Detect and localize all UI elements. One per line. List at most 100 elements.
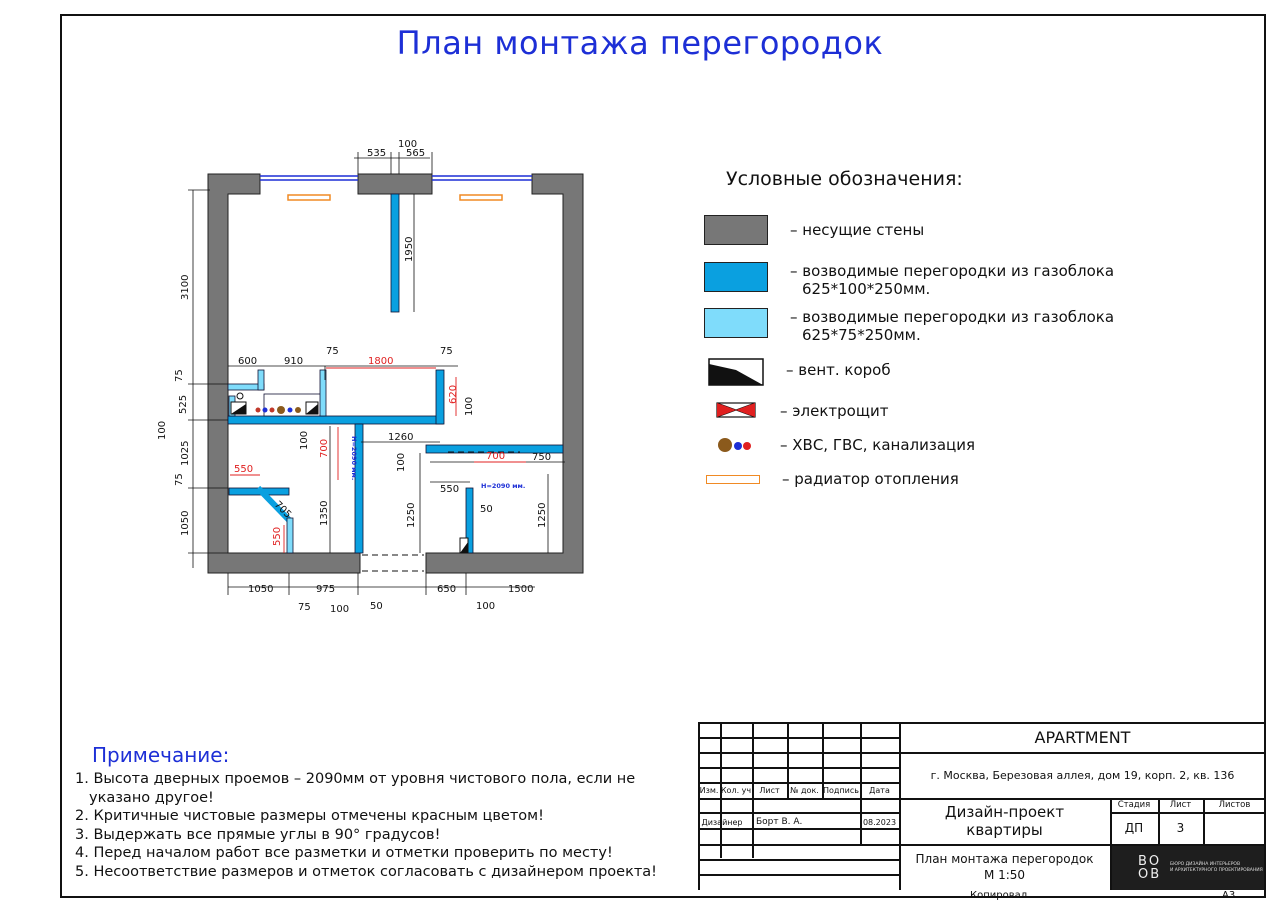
designer-date: 08.2023	[862, 817, 897, 827]
dim-label: 750	[532, 452, 551, 463]
sheets-value	[1203, 812, 1266, 844]
dimension-lines-red	[230, 367, 526, 553]
dim-label: 75	[326, 346, 339, 357]
dim-label: 100	[464, 397, 475, 416]
dim-label: 565	[406, 148, 425, 159]
dim-label: 525	[178, 395, 189, 414]
dim-red-label: 620	[448, 385, 459, 404]
swatch-partition-100	[704, 262, 768, 292]
drawing-frame	[60, 14, 1266, 898]
floor-plan: 535 100 565 3100 1950 600 910 75 75 75 5…	[157, 139, 584, 615]
dim-label: 1260	[388, 432, 413, 443]
legend-item-vent: – вент. короб	[708, 358, 891, 386]
dim-label: 75	[440, 346, 453, 357]
format-label: А3	[1222, 890, 1236, 901]
header-sign: Подпись	[823, 785, 859, 795]
dim-label: 1250	[537, 503, 548, 528]
stage-label: Стадия	[1117, 800, 1151, 810]
header-list: Лист	[759, 785, 780, 795]
logo-text-2: И АРХИТЕКТУРНОГО ПРОЕКТИРОВАНИЯ	[1170, 868, 1263, 873]
electric-shield-icon	[716, 402, 756, 418]
company-logo: ВО ОВ БЮРО ДИЗАЙНА ИНТЕРЬЕРОВ И АРХИТЕКТ…	[1112, 846, 1264, 890]
dim-label: 100	[330, 604, 349, 615]
dim-red-label: 550	[272, 527, 283, 546]
note-item: 1. Высота дверных проемов – 2090мм от ур…	[75, 771, 636, 787]
legend-item-radiator: – радиатор отопления	[706, 470, 959, 488]
dim-label: 1950	[404, 237, 415, 262]
door-height-label: Н=2090 мм.	[350, 436, 358, 480]
note-item: 3. Выдержать все прямые углы в 90° граду…	[75, 826, 441, 843]
legend-text: – ХВС, ГВС, канализация	[780, 436, 976, 454]
windows	[260, 175, 532, 181]
header-kol: Кол. уч	[720, 785, 752, 795]
legend-text: – возводимые перегородки из газоблока	[790, 308, 1115, 326]
dim-label: 550	[440, 484, 459, 495]
dim-label: 100	[476, 601, 495, 612]
legend-item-bearing: – несущие стены	[704, 215, 924, 245]
legend-item-pipes: – ХВС, ГВС, канализация	[716, 436, 975, 454]
doc-title-1: Дизайн-проект	[944, 803, 1065, 821]
project-name: APARTMENT	[1034, 727, 1131, 747]
header-date: Дата	[869, 785, 890, 795]
logo-text-1: БЮРО ДИЗАЙНА ИНТЕРЬЕРОВ	[1170, 862, 1241, 867]
dim-label: 50	[370, 601, 383, 612]
dim-label: 100	[157, 421, 168, 440]
legend-text: – электрощит	[780, 402, 889, 420]
sheets-label: Листов	[1218, 800, 1251, 810]
dim-label: 975	[316, 584, 335, 595]
utility-pipes	[255, 406, 301, 414]
dim-label: 100	[398, 139, 417, 150]
notes-title: Примечание:	[92, 743, 230, 767]
dim-label: 1250	[406, 503, 417, 528]
legend-item-partition-75: – возводимые перегородки из газоблока 62…	[704, 308, 1114, 344]
doc-title-2: квартиры	[966, 821, 1043, 839]
dim-label: 650	[437, 584, 456, 595]
sheet-value: 3	[1176, 821, 1185, 835]
drawing-title: План монтажа перегородок	[396, 24, 884, 62]
note-item: 4. Перед началом работ все разметки и от…	[75, 845, 613, 861]
copied-label: Копировал	[970, 890, 1028, 901]
partitions-100	[227, 193, 564, 554]
logo-letters: ВО ОВ	[1138, 854, 1162, 882]
stage-value: ДП	[1124, 821, 1144, 835]
dim-label: 3100	[180, 275, 191, 300]
dim-red-label: 700	[319, 439, 330, 458]
vent-box-icon	[708, 358, 764, 386]
note-item: 2. Критичные чистовые размеры отмечены к…	[75, 808, 544, 824]
notes-list: 1. Высота дверных проемов – 2090мм от ур…	[75, 770, 675, 881]
legend-item-shield: – электрощит	[716, 402, 888, 420]
note-item: указано другое!	[89, 789, 214, 806]
radiator-icon	[706, 475, 760, 484]
dim-label: 75	[298, 602, 311, 613]
dim-red-label: 1800	[368, 356, 393, 367]
sheet-name-2: М 1:50	[983, 868, 1026, 882]
dim-label: 75	[174, 473, 185, 486]
dim-label: 910	[284, 356, 303, 367]
dim-label: 100	[299, 431, 310, 450]
dim-red-label: 700	[486, 451, 505, 462]
dim-label: 75	[174, 369, 185, 382]
title-block: APARTMENT г. Москва, Березовая аллея, до…	[698, 722, 1266, 890]
legend-text: – возводимые перегородки из газоблока	[790, 262, 1115, 280]
pipes-icon	[718, 438, 751, 452]
legend-text-2: 625*100*250мм.	[802, 280, 931, 298]
legend-title: Условные обозначения:	[726, 168, 963, 190]
legend-text: – радиатор отопления	[782, 470, 959, 488]
note-item: 5. Несоответствие размеров и отметок сог…	[75, 863, 657, 880]
dim-label: 50	[480, 504, 493, 515]
radiator-1	[287, 194, 331, 201]
radiator-2	[459, 194, 503, 201]
legend-text: – вент. короб	[786, 361, 891, 379]
swatch-bearing	[704, 215, 768, 245]
dim-red-label: 550	[234, 464, 253, 475]
header-doc: № док.	[790, 785, 819, 795]
project-address: г. Москва, Березовая аллея, дом 19, корп…	[930, 768, 1235, 782]
designer-role: Дизайнер	[701, 817, 743, 827]
header-izm: Изм.	[699, 785, 719, 795]
dim-label: 1050	[248, 584, 273, 595]
dim-label: 1025	[180, 441, 191, 466]
dim-label: 535	[367, 148, 386, 159]
legend-text: – несущие стены	[790, 221, 925, 239]
sheet-label: Лист	[1169, 800, 1192, 810]
door-height-label: Н=2090 мм.	[481, 482, 525, 490]
